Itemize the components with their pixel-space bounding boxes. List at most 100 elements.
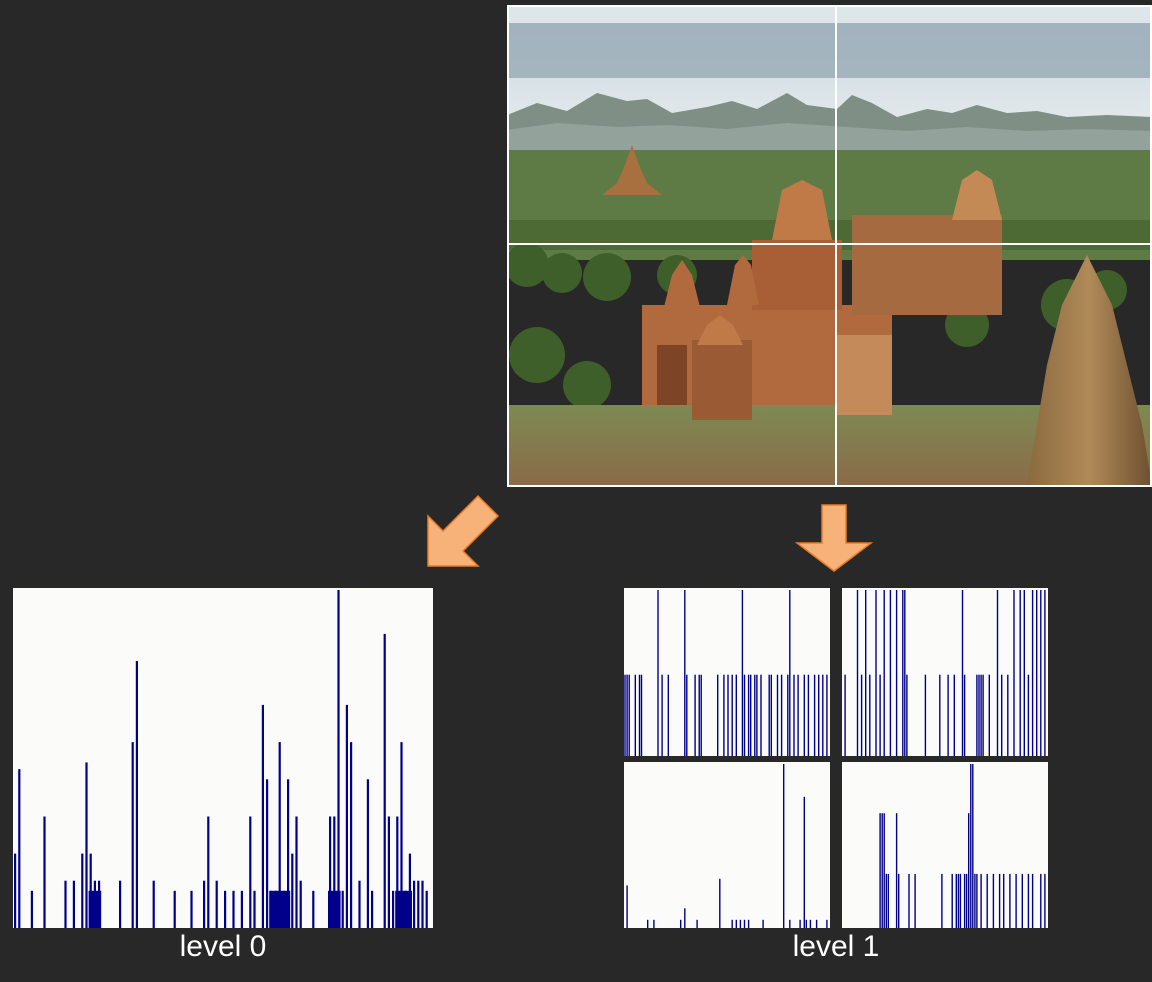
level1-panel0-bar-18: [735, 674, 737, 756]
level0-bar-30: [282, 890, 285, 928]
level0-bar-44: [371, 890, 374, 928]
level1-panel0-bar-26: [768, 674, 770, 756]
level0-bar-35: [312, 890, 315, 928]
level1-panel3-bar-14: [963, 873, 966, 928]
level1-histogram-top-left: [624, 588, 830, 756]
level1-bottom-left-bars: [626, 764, 828, 928]
level0-bar-13: [135, 661, 138, 928]
level0-bar-14: [152, 880, 155, 928]
level1-panel1-bar-24: [996, 590, 999, 756]
level0-histogram: [13, 588, 433, 928]
level1-panel2-bar-10: [743, 919, 746, 928]
level1-panel1-bar-13: [924, 674, 927, 756]
level1-panel3-bar-21: [980, 873, 982, 928]
level1-panel0-bar-15: [723, 674, 725, 756]
level1-panel3-bar-29: [1027, 873, 1030, 928]
level1-panel1-bar-32: [1036, 590, 1038, 756]
level1-panel1-bar-5: [875, 590, 877, 756]
level1-panel3-bar-3: [885, 873, 887, 928]
level1-panel0-bar-10: [686, 674, 688, 756]
level1-panel2-bar-2: [653, 919, 655, 928]
level0-bar-1: [18, 769, 21, 928]
level1-panel3-bar-0: [879, 813, 881, 928]
level0-bar-3: [43, 816, 46, 928]
level1-top-left-bars: [624, 590, 828, 756]
level0-bar-9: [93, 880, 96, 928]
level1-panel3-bar-12: [957, 873, 960, 928]
distant-temple: [602, 145, 662, 195]
level1-panel1-bar-29: [1023, 590, 1025, 756]
level1-panel3-bar-26: [1009, 873, 1011, 928]
level1-panel1-bar-17: [961, 590, 964, 756]
landscape-photo-illustration: [507, 5, 1152, 487]
level0-histogram-bars: [14, 590, 428, 928]
level1-panel0-bar-16: [727, 674, 729, 756]
level1-histogram-top-right: [842, 588, 1048, 756]
level1-panel1-bar-25: [1001, 674, 1003, 756]
level0-bar-4: [64, 880, 67, 928]
level1-panel1-bar-14: [939, 674, 941, 756]
level1-panel3-bar-32: [1044, 873, 1046, 928]
level0-bar-21: [232, 890, 235, 928]
level1-panel3-bar-18: [972, 764, 974, 928]
level1-panel0-bar-1: [626, 674, 628, 756]
level1-panel0-bar-11: [694, 674, 696, 756]
level1-panel3-bar-30: [1031, 873, 1034, 928]
level1-panel1-bar-3: [865, 590, 867, 756]
level1-panel0-bar-14: [717, 674, 719, 756]
level0-bar-29: [278, 742, 281, 928]
level0-bar-32: [291, 853, 294, 928]
level1-panel0-bar-19: [741, 590, 744, 756]
level1-panel0-bar-38: [822, 674, 824, 756]
level1-panel0-bar-21: [747, 674, 750, 756]
level0-bar-34: [299, 880, 302, 928]
cloud-band: [507, 23, 1152, 78]
level0-bar-55: [425, 890, 428, 928]
level1-panel2-bar-15: [799, 919, 801, 928]
level1-panel2-bar-20: [826, 919, 828, 928]
level0-bar-49: [400, 742, 403, 928]
level1-panel0-bar-3: [634, 674, 636, 756]
level1-panel0-bar-34: [803, 674, 805, 756]
level1-panel0-bar-13: [700, 674, 702, 756]
level1-panel2-bar-16: [803, 796, 805, 928]
level0-bar-24: [253, 890, 256, 928]
level1-panel3-bar-16: [968, 813, 970, 928]
level1-panel1-bar-15: [947, 674, 949, 756]
level0-bar-22: [240, 890, 243, 928]
level0-bar-28: [274, 890, 277, 928]
level1-top-right-bars: [844, 590, 1046, 756]
level1-panel3-bar-17: [970, 764, 972, 928]
level1-panel1-bar-34: [1044, 590, 1046, 756]
level1-panel0-bar-30: [787, 674, 789, 756]
level1-panel1-bar-23: [988, 674, 990, 756]
level1-panel0-bar-33: [797, 674, 799, 756]
level1-panel1-bar-10: [902, 590, 904, 756]
level1-panel2-bar-9: [739, 919, 742, 928]
level1-panel1-bar-2: [860, 674, 863, 756]
level1-panel1-bar-12: [906, 674, 908, 756]
level1-panel1-bar-30: [1027, 674, 1030, 756]
level0-bar-17: [203, 880, 206, 928]
level0-bar-15: [173, 890, 176, 928]
level0-bar-12: [131, 742, 134, 928]
level0-bar-45: [383, 633, 386, 928]
level1-panel3-bar-1: [881, 813, 883, 928]
level1-panel0-bar-23: [754, 674, 756, 756]
level0-bar-19: [215, 880, 218, 928]
level0-bar-52: [413, 880, 416, 928]
level0-bar-7: [85, 762, 88, 928]
level1-panel3-bar-9: [941, 873, 943, 928]
level0-bar-0: [14, 853, 17, 928]
level1-panel2-bar-18: [809, 919, 812, 928]
level1-panel3-bar-13: [959, 873, 962, 928]
level0-bar-5: [72, 880, 75, 928]
level1-panel3-bar-15: [965, 873, 968, 928]
level0-bar-8: [89, 853, 92, 928]
level1-panel0-bar-31: [789, 590, 791, 756]
stupa: [1027, 255, 1152, 485]
level0-bar-11: [119, 880, 122, 928]
level0-bar-54: [421, 880, 424, 928]
level1-panel0-bar-17: [731, 674, 733, 756]
level0-bar-37: [333, 816, 336, 928]
